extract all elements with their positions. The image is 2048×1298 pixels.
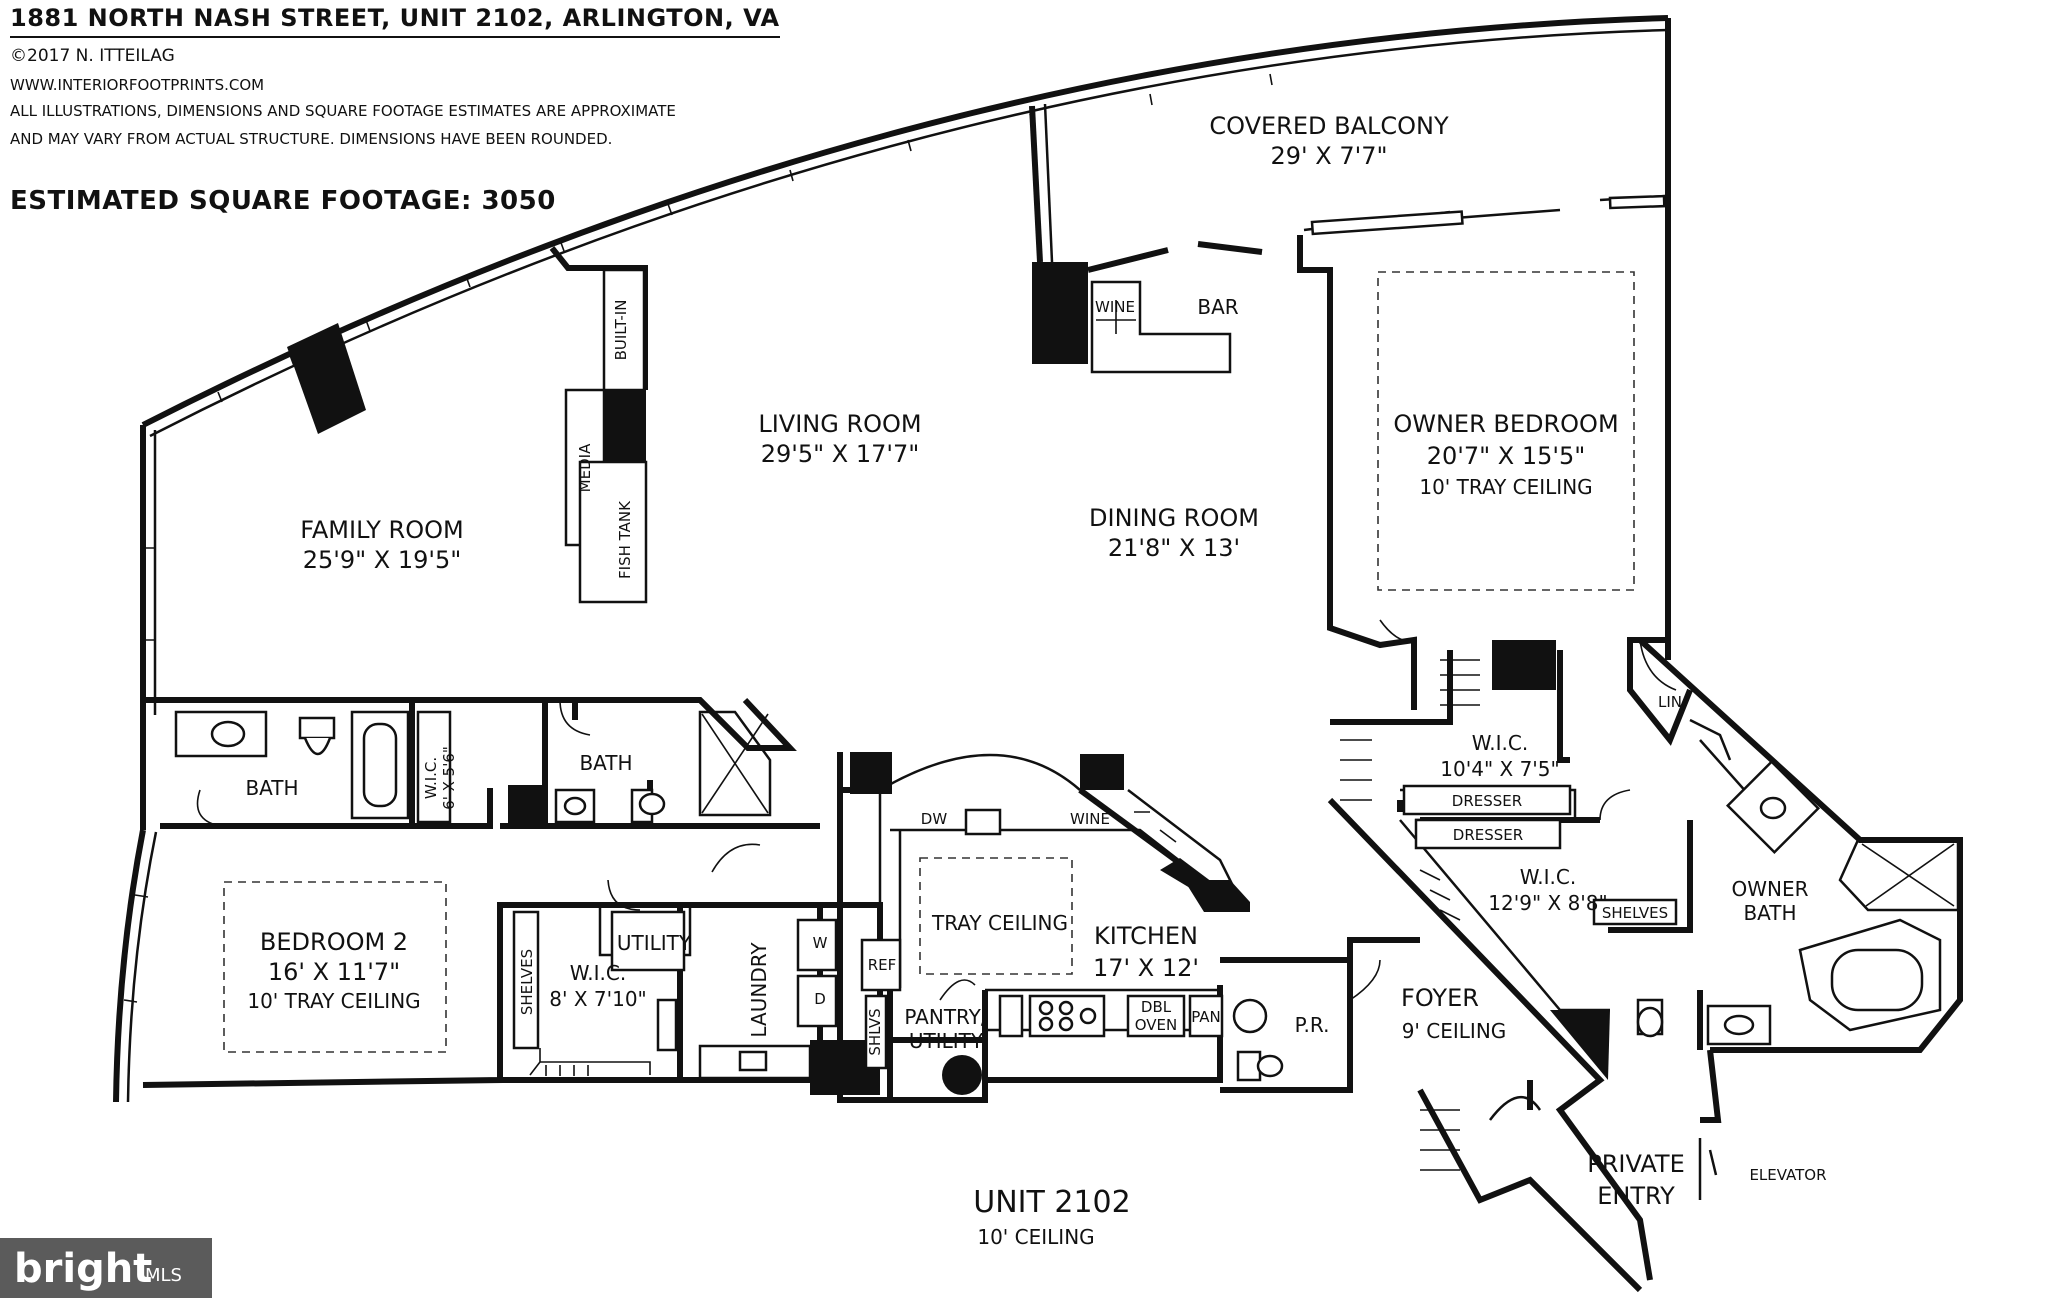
owner-bath-label-2: BATH	[1743, 901, 1796, 925]
owner-bedroom-dims: 20'7" X 15'5"	[1427, 442, 1586, 470]
bath-label-2: BATH	[579, 751, 632, 775]
private-entry-line2: ENTRY	[1597, 1182, 1675, 1210]
pantry-fixtures: SHLVS PANTRY/ UTILITY	[864, 994, 988, 1095]
dresser-label-2: DRESSER	[1453, 826, 1523, 844]
covered-balcony-dims: 29' X 7'7"	[1270, 142, 1387, 170]
wic-owner-upper-dims: 10'4" X 7'5"	[1440, 757, 1559, 781]
wic-bed2-name: W.I.C.	[570, 961, 626, 985]
door-swings	[196, 619, 1677, 1001]
foyer-name: FOYER	[1401, 984, 1479, 1012]
bed2-wic-fixtures: SHELVES	[512, 910, 678, 1076]
shlvs-label: SHLVS	[866, 1008, 884, 1055]
living-room-name: LIVING ROOM	[758, 410, 921, 438]
pantry-label-2: UTILITY	[909, 1029, 984, 1053]
website-text: WWW.INTERIORFOOTPRINTS.COM	[10, 76, 265, 94]
shelves-label-2: SHELVES	[1602, 904, 1668, 922]
dining-room-dims: 21'8" X 13'	[1108, 534, 1240, 562]
hall-bath-fixtures: W.I.C. 6' X 5'6" BATH	[174, 710, 546, 827]
wic-owner-upper-name: W.I.C.	[1472, 731, 1528, 755]
owner-bedroom-name: OWNER BEDROOM	[1393, 410, 1618, 438]
dining-room-name: DINING ROOM	[1089, 504, 1259, 532]
badge-sub: MLS	[145, 1265, 182, 1286]
dw-label: DW	[921, 810, 948, 828]
bar-counter: WINE BAR	[1090, 280, 1239, 374]
address-heading: 1881 NORTH NASH STREET, UNIT 2102, ARLIN…	[10, 4, 780, 38]
pr-label: P.R.	[1295, 1013, 1330, 1037]
foyer-note: 9' CEILING	[1402, 1019, 1507, 1043]
wic-small-label: W.I.C.	[422, 757, 440, 799]
washer-label: W	[813, 934, 828, 952]
dresser-label-1: DRESSER	[1452, 792, 1522, 810]
kitchen-wine-label: WINE	[1070, 810, 1110, 828]
laundry-label: LAUNDRY	[747, 942, 771, 1038]
dbl-label: DBL	[1141, 998, 1172, 1016]
fish-tank-label: FISH TANK	[616, 500, 634, 579]
unit-name: UNIT 2102	[973, 1185, 1130, 1220]
square-footage-text: ESTIMATED SQUARE FOOTAGE: 3050	[10, 186, 556, 216]
wic-owner-lower-dims: 12'9" X 8'8"	[1488, 891, 1607, 915]
oven-label: OVEN	[1135, 1016, 1178, 1034]
badge-brand: bright	[14, 1246, 153, 1292]
second-bath-fixtures: BATH	[554, 710, 772, 824]
bedroom2-note: 10' TRAY CEILING	[247, 989, 420, 1013]
owner-bath-label-1: OWNER	[1731, 877, 1808, 901]
kitchen-fixtures: DW WINE REF TRAY CEILING DBL OVEN PAN	[850, 752, 1250, 1038]
elevator-label: ELEVATOR	[1749, 1166, 1826, 1184]
ref-label: REF	[868, 956, 897, 974]
foyer-closet	[1420, 1095, 1542, 1171]
disclaimer-line-2: AND MAY VARY FROM ACTUAL STRUCTURE. DIME…	[10, 130, 613, 148]
family-room-name: FAMILY ROOM	[300, 516, 463, 544]
kitchen-tray-ceiling	[919, 857, 1073, 975]
copyright-text: ©2017 N. ITTEILAG	[10, 46, 175, 66]
private-entry-line1: PRIVATE	[1587, 1150, 1685, 1178]
media-label: MEDIA	[576, 443, 594, 492]
unit-note: 10' CEILING	[977, 1225, 1094, 1249]
family-room-dims: 25'9" X 19'5"	[303, 546, 462, 574]
shelves-label-1: SHELVES	[518, 949, 536, 1015]
powder-room-fixtures: P.R.	[1232, 998, 1330, 1082]
structural-columns	[287, 262, 1556, 690]
dryer-label: D	[814, 990, 826, 1008]
built-in-label: BUILT-IN	[612, 300, 630, 361]
mls-badge: bright MLS	[0, 1238, 212, 1298]
disclaimer-line-1: ALL ILLUSTRATIONS, DIMENSIONS AND SQUARE…	[10, 102, 676, 120]
kitchen-dims: 17' X 12'	[1093, 954, 1199, 982]
covered-balcony-name: COVERED BALCONY	[1209, 112, 1449, 140]
owner-tray-ceiling	[1377, 271, 1635, 591]
living-room-dims: 29'5" X 17'7"	[761, 440, 920, 468]
balcony-sliding-doors	[1310, 194, 1666, 236]
built-in-cabinets: BUILT-IN MEDIA FISH TANK	[564, 268, 648, 604]
pantry-label-1: PANTRY/	[904, 1005, 987, 1029]
bar-label: BAR	[1197, 295, 1238, 319]
laundry-fixtures: UTILITY LAUNDRY W D	[610, 910, 880, 1095]
owner-closet-fixtures: DRESSER DRESSER SHELVES	[1340, 659, 1678, 1080]
bedroom2-name: BEDROOM 2	[260, 928, 408, 956]
bath-label-1: BATH	[245, 776, 298, 800]
bedroom2-dims: 16' X 11'7"	[268, 958, 400, 986]
utility-label: UTILITY	[617, 931, 692, 955]
wine-label: WINE	[1095, 298, 1135, 316]
tray-ceiling-label: TRAY CEILING	[931, 911, 1068, 935]
lin-label: LIN	[1658, 693, 1682, 711]
kitchen-name: KITCHEN	[1094, 922, 1198, 950]
room-labels: COVERED BALCONY 29' X 7'7" LIVING ROOM 2…	[247, 112, 1826, 1249]
wic-bed2-dims: 8' X 7'10"	[549, 987, 647, 1011]
wic-small-dims: 6' X 5'6"	[440, 746, 458, 810]
owner-bath-fixtures: OWNER BATH LIN	[1636, 693, 1960, 1046]
owner-bedroom-note: 10' TRAY CEILING	[1419, 475, 1592, 499]
pan-label: PAN	[1191, 1008, 1221, 1026]
wic-owner-lower-name: W.I.C.	[1520, 865, 1576, 889]
